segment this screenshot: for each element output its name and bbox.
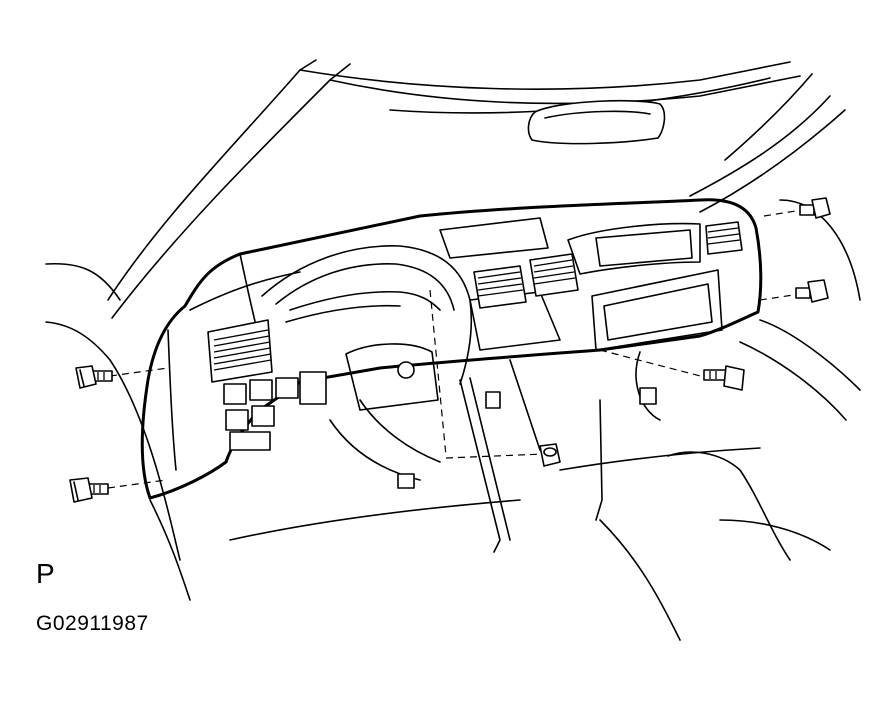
interior-floor	[229, 447, 831, 641]
air-vent-right	[705, 221, 743, 255]
bolt-right-top	[799, 197, 831, 219]
air-vent-center-right	[529, 253, 579, 297]
bolt-right-middle	[795, 279, 829, 303]
air-vent-center-left	[473, 265, 527, 309]
nut-center-bottom	[539, 443, 561, 467]
bolt-right-lower	[703, 365, 745, 391]
air-vent-left	[207, 319, 273, 383]
bolt-left-upper	[75, 365, 113, 389]
wire-harness	[285, 290, 661, 489]
bolt-left-lower	[69, 477, 109, 503]
view-label: P	[36, 558, 55, 589]
switch-panel	[223, 371, 327, 451]
rear-view-mirror	[527, 99, 666, 145]
steering-column	[345, 343, 603, 553]
installation-guide-lines	[107, 209, 803, 489]
figure-code: G02911987	[36, 612, 149, 635]
